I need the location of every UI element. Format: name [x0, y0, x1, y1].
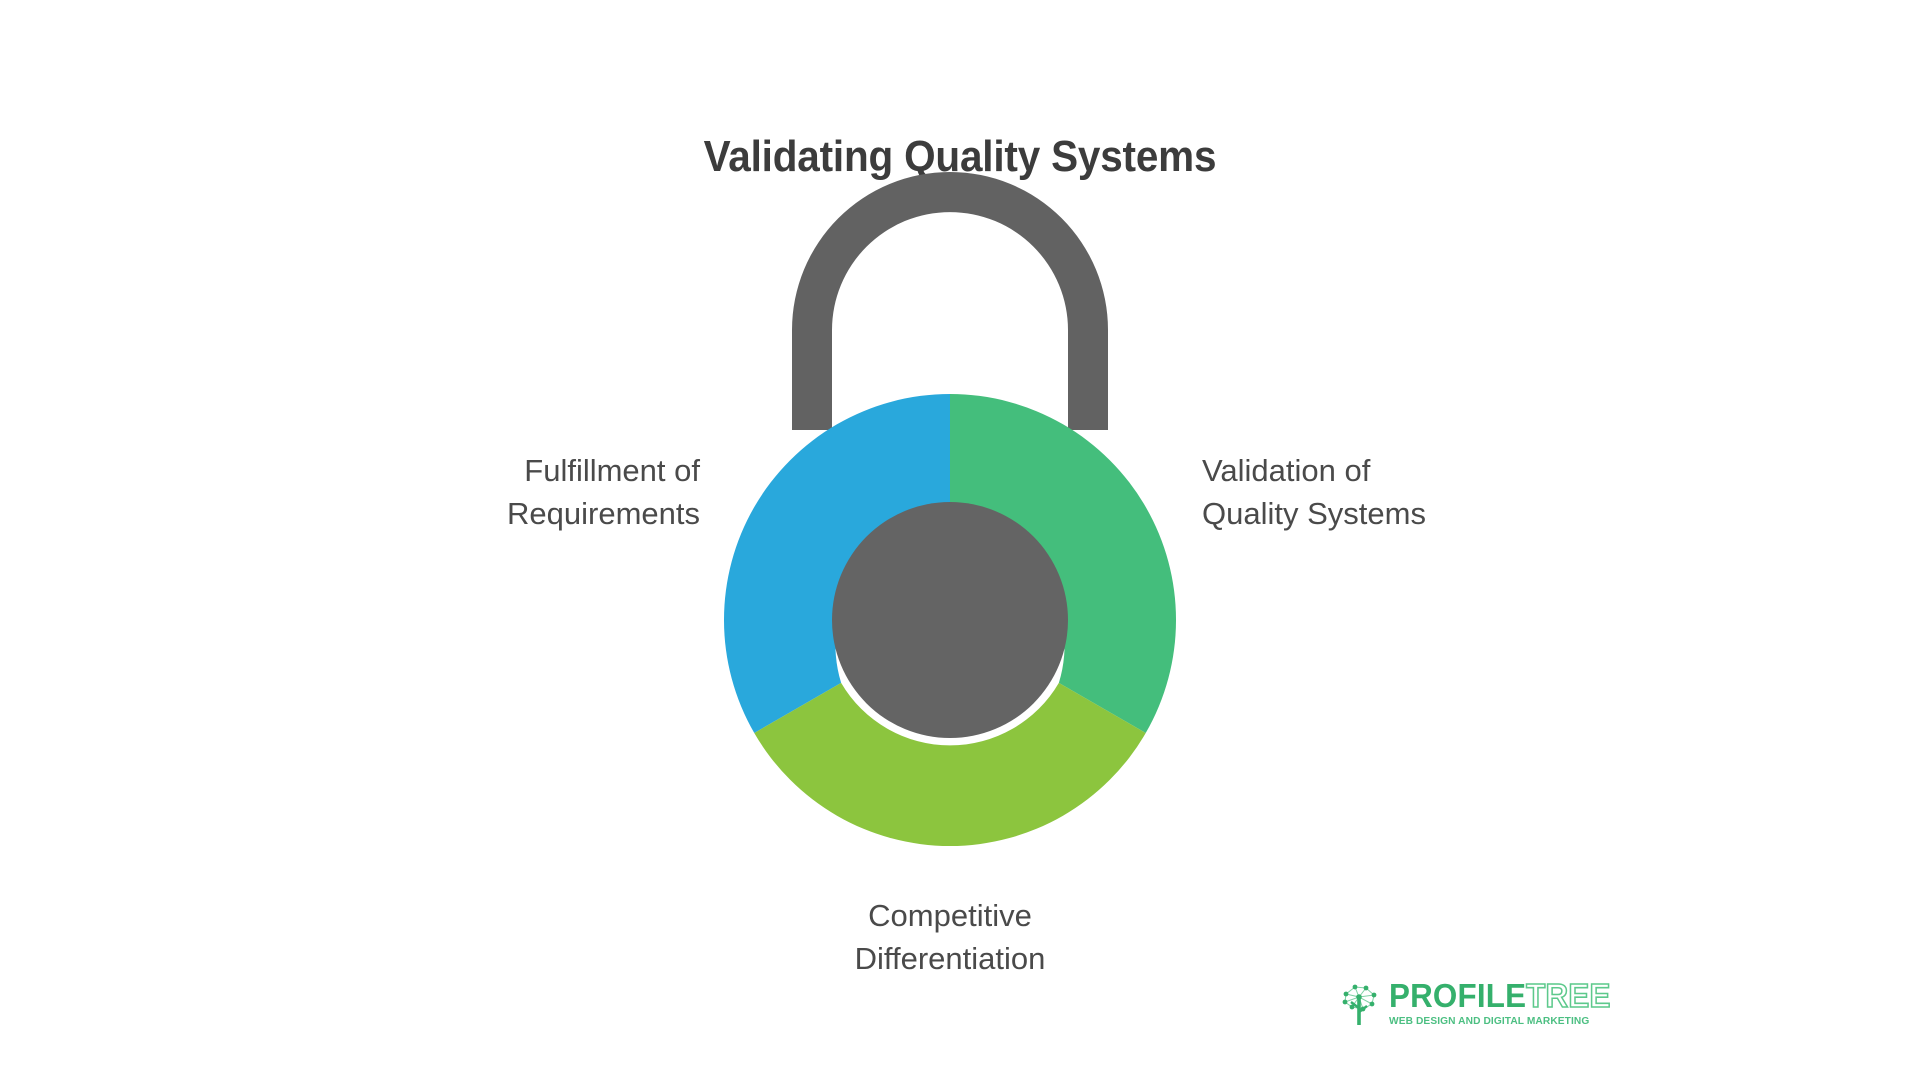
segment-competitive-differentiation [754, 682, 1146, 847]
segment-fulfillment-of-requirements [723, 394, 950, 733]
page-title: Validating Quality Systems [703, 132, 1217, 182]
label-competitive-differentiation: Competitive Differentiation [854, 898, 1046, 976]
label-validation-of-quality-systems: Validation of Quality Systems [1202, 453, 1426, 531]
segment-validation-of-quality-systems [950, 394, 1177, 733]
wordmark-profile: PROFILE [1389, 977, 1527, 1015]
padlock-hub [832, 502, 1068, 738]
wordmark-line: PROFILETREE [1389, 977, 1611, 1015]
label-fulfillment-of-requirements: Fulfillment of Requirements [507, 453, 700, 531]
padlock-shackle-icon [792, 172, 1108, 430]
profiletree-wordmark: PROFILETREE WEB DESIGN AND DIGITAL MARKE… [1389, 977, 1622, 1028]
profiletree-logo: PROFILETREE WEB DESIGN AND DIGITAL MARKE… [1336, 972, 1611, 1034]
wordmark-tree: TREE [1525, 977, 1611, 1015]
logo-tagline: WEB DESIGN AND DIGITAL MARKETING [1389, 1015, 1590, 1028]
tree-network-icon [1336, 978, 1382, 1028]
